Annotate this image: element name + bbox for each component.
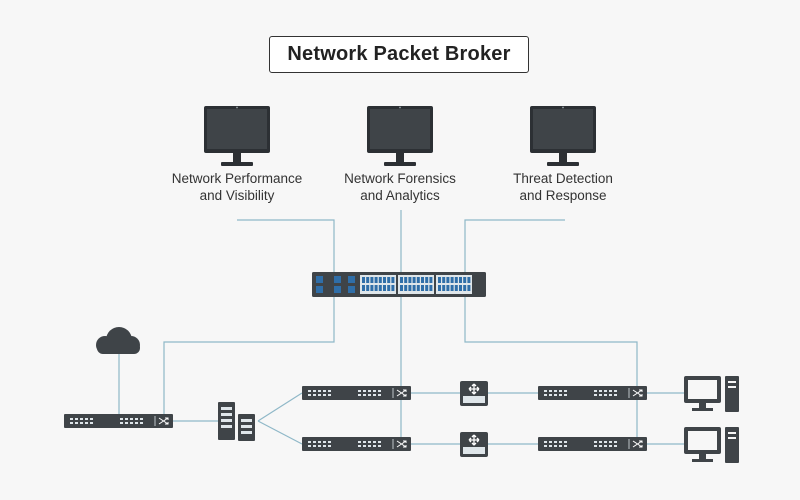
server-icon	[218, 402, 255, 441]
network-switch-icon	[538, 386, 647, 400]
monitor-label-forensics: Network Forensics and Analytics	[315, 170, 485, 204]
network-switch-icon	[538, 437, 647, 451]
monitor-icon	[367, 106, 433, 166]
diagram-title: Network Packet Broker	[287, 43, 511, 65]
label-line: Threat Detection	[513, 171, 613, 186]
network-switch-icon	[302, 437, 411, 451]
monitor-label-performance: Network Performance and Visibility	[152, 170, 322, 204]
packet-broker-icon	[312, 272, 486, 297]
label-line: and Response	[519, 188, 607, 203]
monitor-icon	[204, 106, 270, 166]
monitor-icon	[530, 106, 596, 166]
link-broker-left-switch	[163, 296, 335, 420]
link-monitor1-broker	[237, 219, 335, 275]
cloud-icon	[96, 327, 140, 354]
label-line: and Visibility	[199, 188, 275, 203]
link-server-switches	[257, 392, 303, 445]
desktop-computer-icon	[684, 376, 739, 412]
router-icon	[460, 432, 488, 457]
label-line: Network Performance	[171, 171, 303, 186]
network-switch-icon	[64, 414, 173, 428]
label-line: and Analytics	[360, 188, 440, 203]
monitor-label-threat: Threat Detection and Response	[478, 170, 648, 204]
network-switch-icon	[302, 386, 411, 400]
label-line: Network Forensics	[344, 171, 456, 186]
desktop-computer-icon	[684, 427, 739, 463]
link-monitor3-broker	[464, 219, 565, 275]
link-broker-right-switches	[464, 296, 638, 445]
title-box: Network Packet Broker	[269, 36, 529, 73]
router-icon	[460, 381, 488, 406]
connection-lines	[118, 210, 684, 445]
